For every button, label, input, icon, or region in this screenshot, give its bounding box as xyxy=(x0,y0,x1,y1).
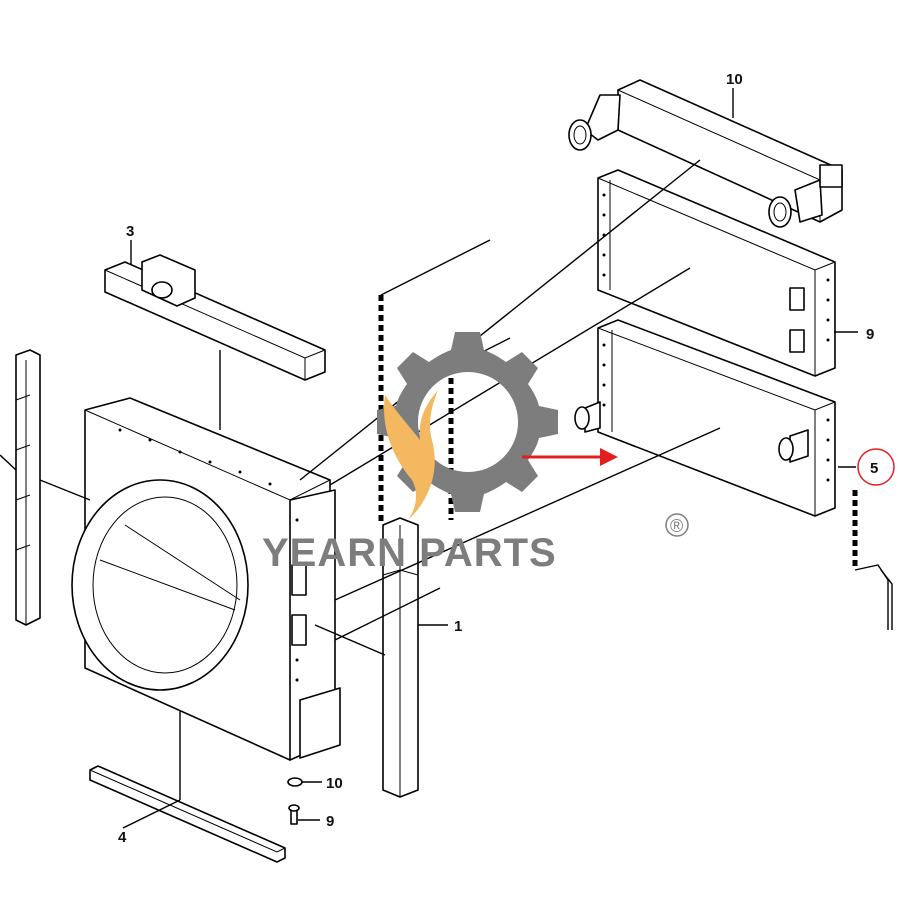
callout-10: 10 xyxy=(326,775,343,792)
flame-icon xyxy=(384,390,438,520)
bar-part-4 xyxy=(89,765,286,863)
radiator-part-5 xyxy=(574,319,836,517)
callout-7: 10 xyxy=(726,71,743,88)
callout-6: 9 xyxy=(866,326,874,343)
callout-labels: 10 9 5 3 1 10 9 4 xyxy=(118,71,878,846)
watermark-text: YEARN PARTS xyxy=(262,531,557,575)
callout-leaders xyxy=(0,88,858,829)
fan-shroud xyxy=(71,397,341,761)
hose xyxy=(852,490,893,630)
watermark: YEARN PARTS ® xyxy=(262,332,689,575)
highlight xyxy=(522,448,895,486)
bracket-part-3 xyxy=(104,254,326,381)
registered-mark: ® xyxy=(670,516,683,536)
washer-part-10 xyxy=(287,777,303,787)
highlight-circle xyxy=(857,448,895,486)
callout-3: 3 xyxy=(126,223,134,240)
callout-5: 5 xyxy=(870,460,878,477)
cooler-part-6 xyxy=(597,169,836,377)
bolt-part-9 xyxy=(288,804,300,825)
left-column xyxy=(15,349,41,626)
callout-9: 9 xyxy=(326,813,334,830)
callout-4: 4 xyxy=(118,829,127,846)
intercooler-part-7 xyxy=(568,79,843,228)
callout-1: 1 xyxy=(454,618,462,635)
